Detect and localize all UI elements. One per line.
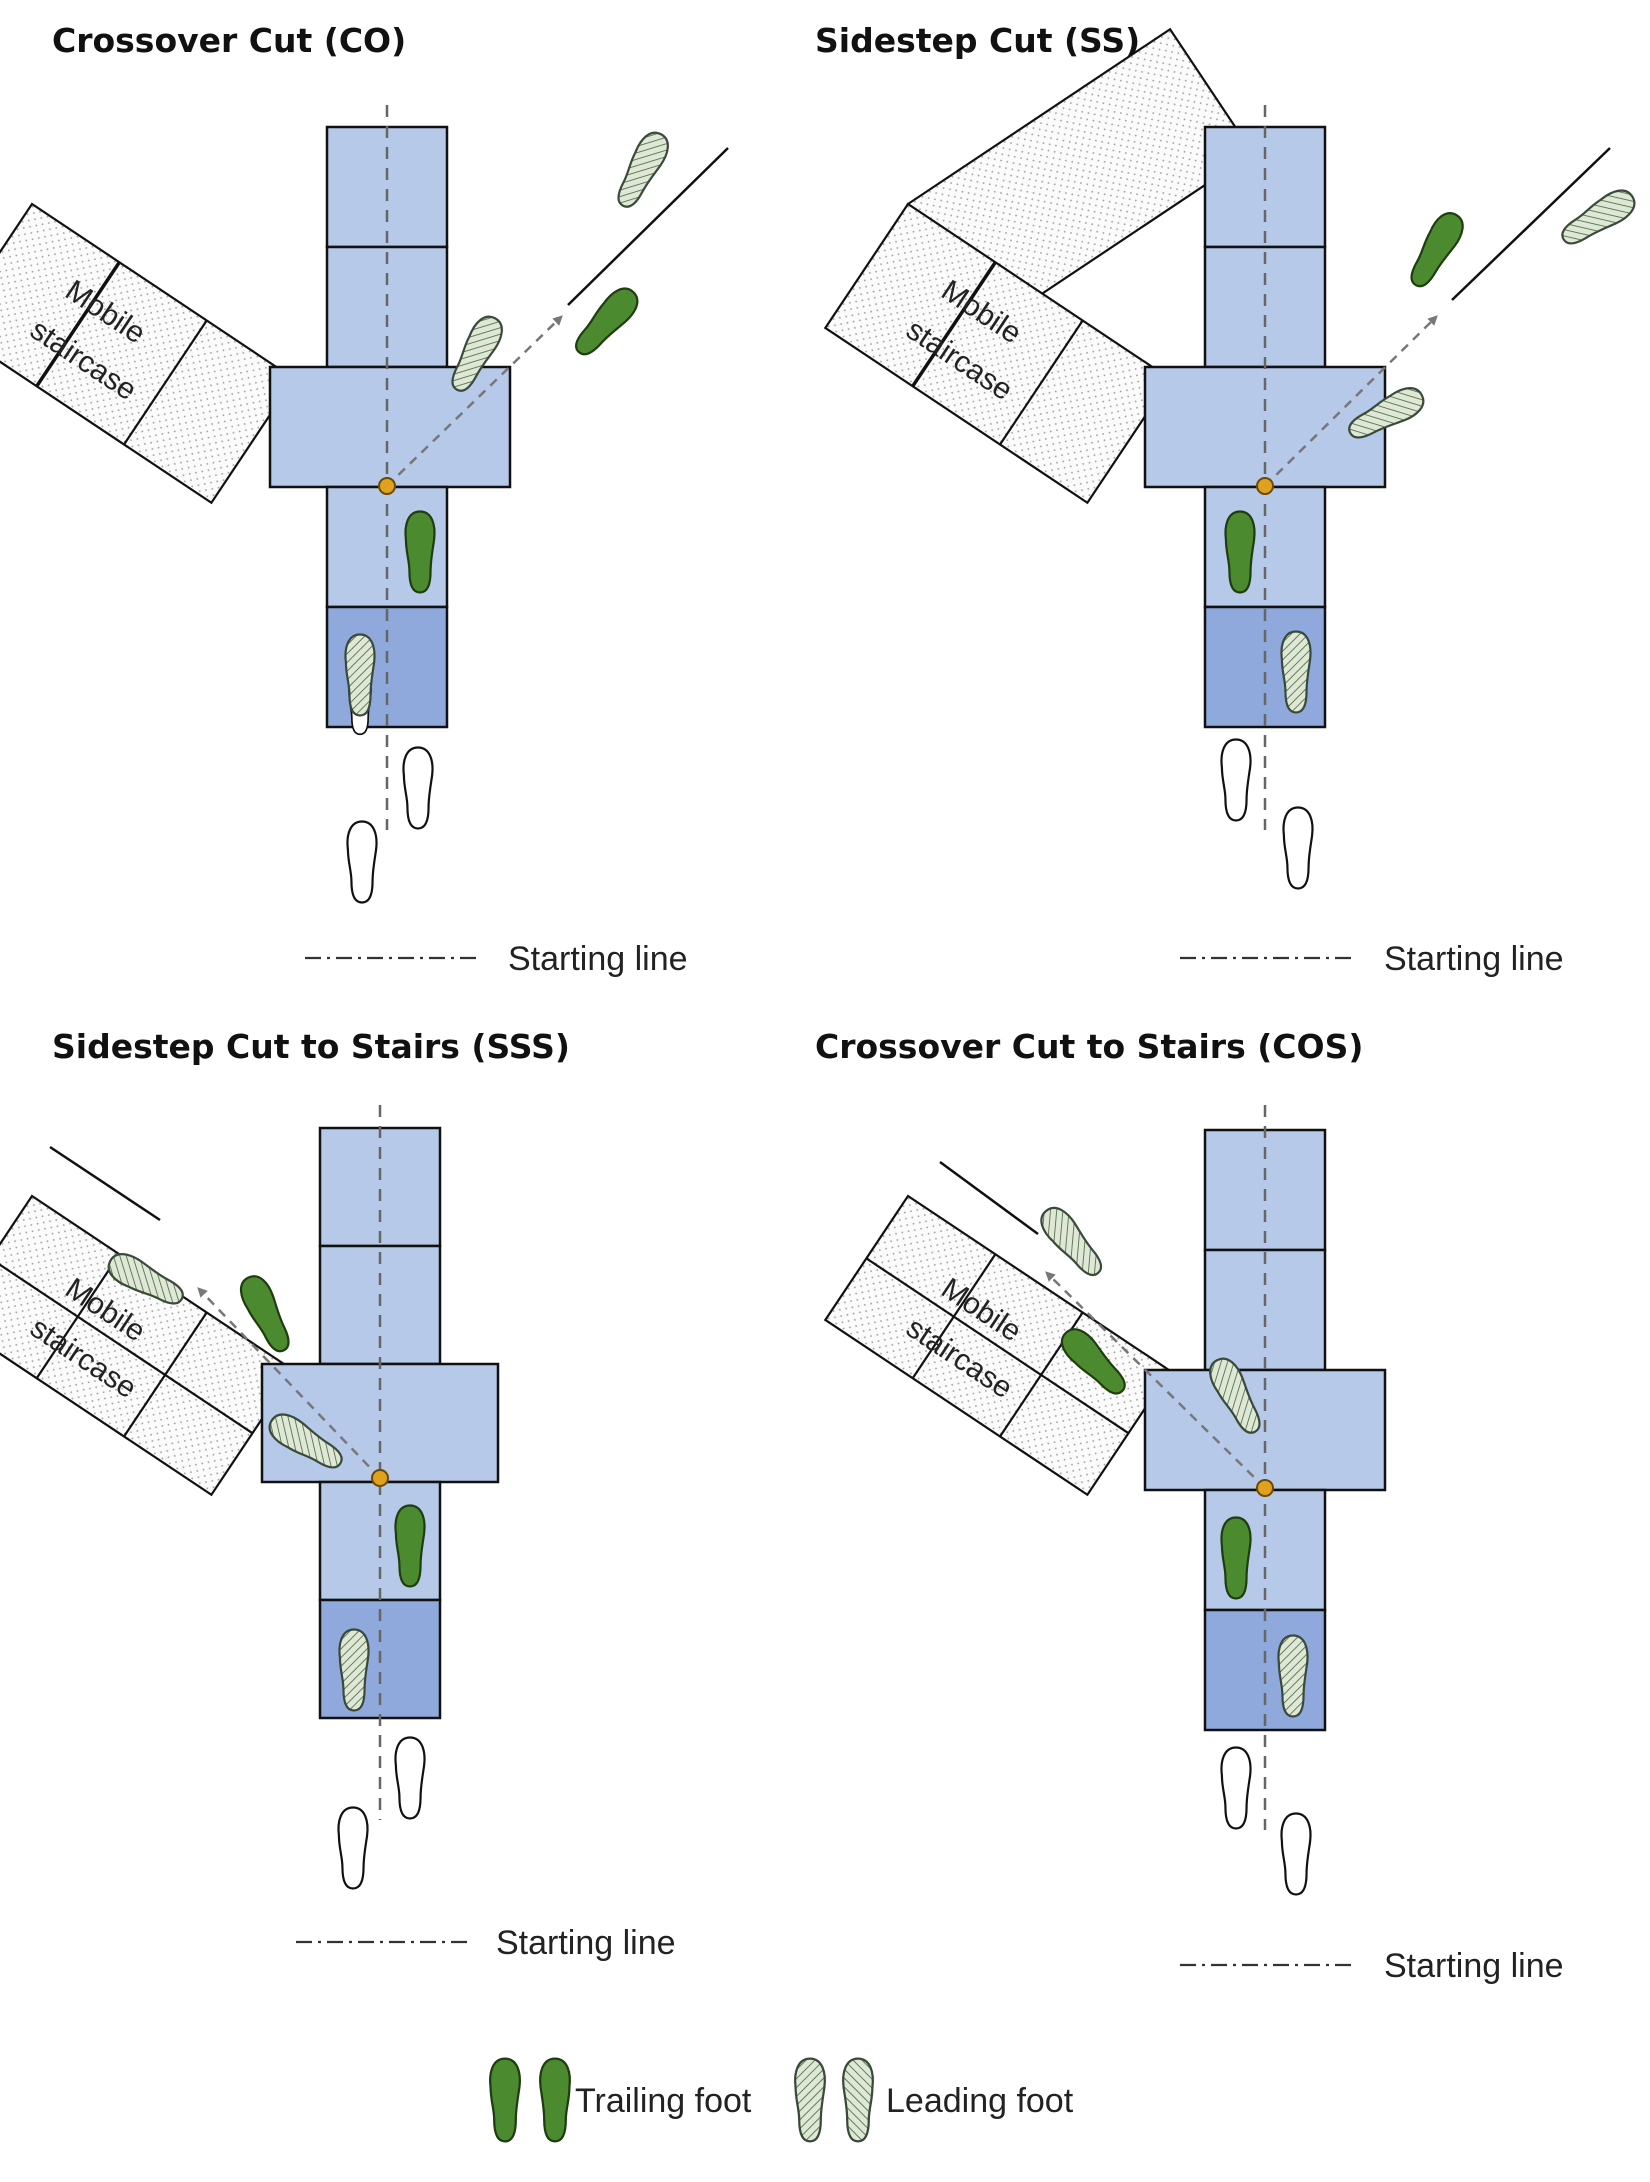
panel-title: Sidestep Cut to Stairs (SSS) xyxy=(52,1027,570,1066)
start-foot-icon xyxy=(337,1806,369,1890)
exit-line xyxy=(1451,147,1611,301)
start-foot-icon xyxy=(1282,806,1314,890)
legend-leading-foot-icon xyxy=(794,2057,826,2143)
cut-direction-arrow xyxy=(1045,1271,1266,1489)
panel-title: Crossover Cut (CO) xyxy=(52,21,406,60)
leading-foot-icon xyxy=(1554,183,1642,253)
legend: Trailing foot Leading foot xyxy=(489,2057,1074,2143)
legend-leading-label: Leading foot xyxy=(886,2082,1074,2120)
trailing-foot-icon xyxy=(1220,1516,1252,1600)
force-plate-grid xyxy=(268,125,512,729)
leading-foot-icon xyxy=(1277,1634,1309,1718)
start-foot-icon xyxy=(346,820,378,904)
cut-direction-arrow xyxy=(386,315,563,487)
panel-sidestep-cut: Sidestep Cut (SS) Mobile staircase xyxy=(815,21,1642,978)
panel-crossover-cut: Crossover Cut (CO) Mobile staircase Star… xyxy=(0,21,729,978)
trailing-foot-icon xyxy=(404,510,436,594)
panel-crossover-cut-to-stairs: Crossover Cut to Stairs (COS) Mobile sta… xyxy=(815,1027,1564,1985)
cut-direction-arrow xyxy=(197,1287,381,1479)
start-foot-icon xyxy=(402,746,434,830)
panel-title: Crossover Cut to Stairs (COS) xyxy=(815,1027,1363,1066)
exit-line xyxy=(567,147,729,306)
start-foot-icon xyxy=(1220,738,1252,822)
trailing-foot-icon xyxy=(394,1504,426,1588)
mobile-staircase xyxy=(823,202,1172,505)
turn-point-marker xyxy=(378,477,396,495)
mobile-staircase xyxy=(0,202,296,505)
start-foot-icon xyxy=(1220,1746,1252,1830)
mobile-staircase xyxy=(823,1194,1172,1497)
leading-foot-icon xyxy=(338,1628,370,1712)
trailing-foot-icon xyxy=(1402,206,1470,294)
panel-title: Sidestep Cut (SS) xyxy=(815,21,1140,60)
legend-leading-foot-icon xyxy=(842,2057,874,2143)
trailing-foot-icon xyxy=(1224,510,1256,594)
leading-foot-icon xyxy=(1033,1200,1111,1284)
starting-line-label: Starting line xyxy=(1384,1947,1564,1985)
panel-sidestep-cut-to-stairs: Sidestep Cut to Stairs (SSS) Mobile stai… xyxy=(0,1027,676,1962)
leading-foot-icon xyxy=(344,633,376,717)
turn-point-marker xyxy=(371,1469,389,1487)
leading-foot-icon xyxy=(609,126,675,214)
exit-line xyxy=(939,1160,1039,1236)
starting-line-label: Starting line xyxy=(1384,940,1564,978)
start-foot-icon xyxy=(1280,1812,1312,1896)
start-foot-icon xyxy=(394,1736,426,1820)
legend-trailing-foot-icon xyxy=(539,2057,571,2143)
turn-point-marker xyxy=(1256,477,1274,495)
starting-line-label: Starting line xyxy=(508,940,688,978)
legend-trailing-label: Trailing foot xyxy=(575,2082,752,2120)
cut-direction-arrow xyxy=(1264,315,1438,487)
exit-line xyxy=(49,1145,161,1222)
leading-foot-icon xyxy=(1280,630,1312,714)
legend-trailing-foot-icon xyxy=(489,2057,521,2143)
turn-point-marker xyxy=(1256,1479,1274,1497)
starting-line-label: Starting line xyxy=(496,1924,676,1962)
